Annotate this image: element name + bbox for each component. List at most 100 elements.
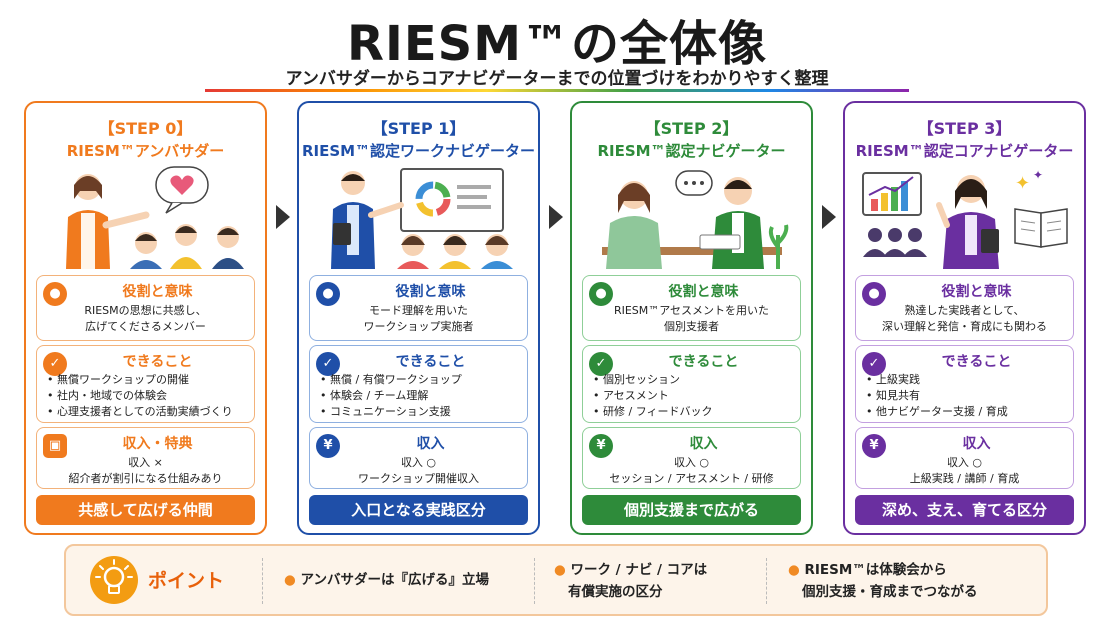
income-box: ▣ 収入・特典 収入 × 紹介者が割引になる仕組みあり	[36, 427, 255, 489]
svg-text:✦: ✦	[1033, 168, 1043, 182]
income-text-line: 収入 ○	[673, 456, 710, 469]
role-title: RIESM™アンバサダー	[66, 142, 225, 160]
role-title: RIESM™認定ナビゲーター	[597, 142, 786, 160]
income-box: ¥ 収入 収入 ○ セッション / アセスメント / 研修	[582, 427, 801, 489]
point-text: ワーク / ナビ / コアは	[570, 562, 708, 578]
person-icon: ●	[589, 282, 613, 306]
income-text-line: ワークショップ開催収入	[358, 472, 479, 485]
can-do-box: ✓ できること 無償 / 有償ワークショップ 体験会 / チーム理解 コミュニケ…	[309, 345, 528, 423]
can-do-list: 上級実践 知見共有 他ナビゲーター支援 / 育成	[866, 372, 1069, 420]
income-box: ¥ 収入 収入 ○ ワークショップ開催収入	[309, 427, 528, 489]
role-box: ● 役割と意味 熟達した実践者として、 深い理解と発信・育成にも関わる	[855, 275, 1074, 341]
income-heading: 収入	[962, 436, 991, 452]
role-heading: 役割と意味	[395, 284, 466, 300]
list-item: コミュニケーション支援	[320, 404, 523, 420]
point-divider	[262, 558, 263, 604]
book-icon	[1014, 208, 1068, 248]
step-1-card: 【STEP 1】 RIESM™認定ワークナビゲーター ● 役割と意味 モード理解…	[297, 101, 540, 535]
step-banner: 深め、支え、育てる区分	[855, 495, 1074, 525]
list-item: アセスメント	[593, 388, 796, 404]
can-do-box: ✓ できること 上級実践 知見共有 他ナビゲーター支援 / 育成	[855, 345, 1074, 423]
step-3-card: 【STEP 3】 RIESM™認定コアナビゲーター ✦ ✦ ● 役割と意味	[843, 101, 1086, 535]
point-text: アンバサダーは『広げる』立場	[300, 572, 489, 588]
income-text-line: 紹介者が割引になる仕組みあり	[68, 472, 223, 485]
point-text: RIESM™は体験会から	[804, 562, 947, 578]
point-divider	[766, 558, 767, 604]
point-bar: ポイント ● アンバサダーは『広げる』立場 ● ワーク / ナビ / コアは 有…	[64, 544, 1048, 616]
can-do-heading: できること	[668, 354, 739, 370]
can-do-heading: できること	[941, 354, 1012, 370]
point-divider	[534, 558, 535, 604]
point-text: 個別支援・育成までつながる	[802, 584, 978, 600]
svg-text:✦: ✦	[1015, 173, 1030, 194]
income-text-line: 収入 ○	[400, 456, 437, 469]
role-text-line: RIESM™アセスメントを用いた	[613, 304, 770, 317]
role-text-line: 深い理解と発信・育成にも関わる	[882, 320, 1047, 333]
can-do-box: ✓ できること 個別セッション アセスメント 研修 / フィードバック	[582, 345, 801, 423]
income-description: 収入 × 紹介者が割引になる仕組みあり	[41, 455, 250, 487]
role-text-line: モード理解を用いた	[369, 304, 468, 317]
arrow-right-icon	[822, 205, 836, 229]
step-banner: 入口となる実践区分	[309, 495, 528, 525]
role-box: ● 役割と意味 モード理解を用いた ワークショップ実施者	[309, 275, 528, 341]
role-heading: 役割と意味	[668, 284, 739, 300]
can-do-list: 無償ワークショップの開催 社内・地域での体験会 心理支援者としての活動実績づくり	[47, 372, 250, 420]
arrow-right-icon	[276, 205, 290, 229]
person-icon: ●	[316, 282, 340, 306]
yen-icon: ¥	[316, 434, 340, 458]
can-do-box: ✓ できること 無償ワークショップの開催 社内・地域での体験会 心理支援者として…	[36, 345, 255, 423]
list-item: 無償 / 有償ワークショップ	[320, 372, 523, 388]
income-text-line: 上級実践 / 講師 / 育成	[909, 472, 1020, 485]
step-label: 【STEP 2】	[644, 119, 739, 138]
role-description: RIESM™アセスメントを用いた 個別支援者	[587, 303, 796, 335]
list-item: 無償ワークショップの開催	[47, 372, 250, 388]
page-subtitle: アンバサダーからコアナビゲーターまでの位置づけをわかりやすく整理	[285, 69, 829, 89]
navigator-illustration	[602, 170, 789, 269]
step-banner: 個別支援まで広がる	[582, 495, 801, 525]
role-description: 熟達した実践者として、 深い理解と発信・育成にも関わる	[860, 303, 1069, 335]
person-icon: ●	[43, 282, 67, 306]
step-label: 【STEP 0】	[98, 119, 193, 138]
income-description: 収入 ○ セッション / アセスメント / 研修	[587, 455, 796, 487]
list-item: 個別セッション	[593, 372, 796, 388]
can-do-heading: できること	[122, 354, 193, 370]
role-text-line: 熟達した実践者として、	[904, 304, 1025, 317]
point-item: ● RIESM™は体験会から 個別支援・育成までつながる	[788, 559, 978, 603]
point-text: 有償実施の区分	[568, 584, 663, 600]
list-item: 知見共有	[866, 388, 1069, 404]
role-box: ● 役割と意味 RIESM™アセスメントを用いた 個別支援者	[582, 275, 801, 341]
step-banner: 共感して広げる仲間	[36, 495, 255, 525]
income-heading: 収入・特典	[122, 436, 193, 452]
core-navigator-illustration: ✦ ✦	[862, 168, 1068, 269]
arrow-right-icon	[549, 205, 563, 229]
income-description: 収入 ○ ワークショップ開催収入	[314, 455, 523, 487]
yen-icon: ¥	[589, 434, 613, 458]
list-item: 研修 / フィードバック	[593, 404, 796, 420]
role-description: モード理解を用いた ワークショップ実施者	[314, 303, 523, 335]
lightbulb-icon	[90, 556, 138, 604]
rainbow-divider	[205, 89, 909, 92]
step-label: 【STEP 3】	[917, 119, 1012, 138]
page-title: RIESM™の全体像	[347, 16, 767, 72]
bar-chart-icon	[862, 172, 922, 216]
income-text-line: 収入 ×	[128, 456, 163, 469]
can-do-list: 無償 / 有償ワークショップ 体験会 / チーム理解 コミュニケーション支援	[320, 372, 523, 420]
heart-speech-icon	[155, 166, 209, 214]
can-do-list: 個別セッション アセスメント 研修 / フィードバック	[593, 372, 796, 420]
list-item: 心理支援者としての活動実績づくり	[47, 404, 250, 420]
role-title: RIESM™認定コアナビゲーター	[855, 142, 1074, 160]
income-box: ¥ 収入 収入 ○ 上級実践 / 講師 / 育成	[855, 427, 1074, 489]
role-description: RIESMの思想に共感し、 広げてくださるメンバー	[41, 303, 250, 335]
point-item: ● アンバサダーは『広げる』立場	[284, 572, 489, 588]
step-0-card: 【STEP 0】 RIESM™アンバサダー ● 役割と意味 RIESMの思想に共…	[24, 101, 267, 535]
speech-bubble-icon	[675, 170, 713, 196]
role-text-line: 個別支援者	[664, 320, 719, 333]
role-box: ● 役割と意味 RIESMの思想に共感し、 広げてくださるメンバー	[36, 275, 255, 341]
income-heading: 収入	[689, 436, 718, 452]
work-navigator-illustration	[331, 168, 513, 269]
income-heading: 収入	[416, 436, 445, 452]
yen-icon: ¥	[862, 434, 886, 458]
ambassador-illustration	[36, 165, 255, 269]
role-title: RIESM™認定ワークナビゲーター	[301, 142, 536, 160]
income-description: 収入 ○ 上級実践 / 講師 / 育成	[860, 455, 1069, 487]
